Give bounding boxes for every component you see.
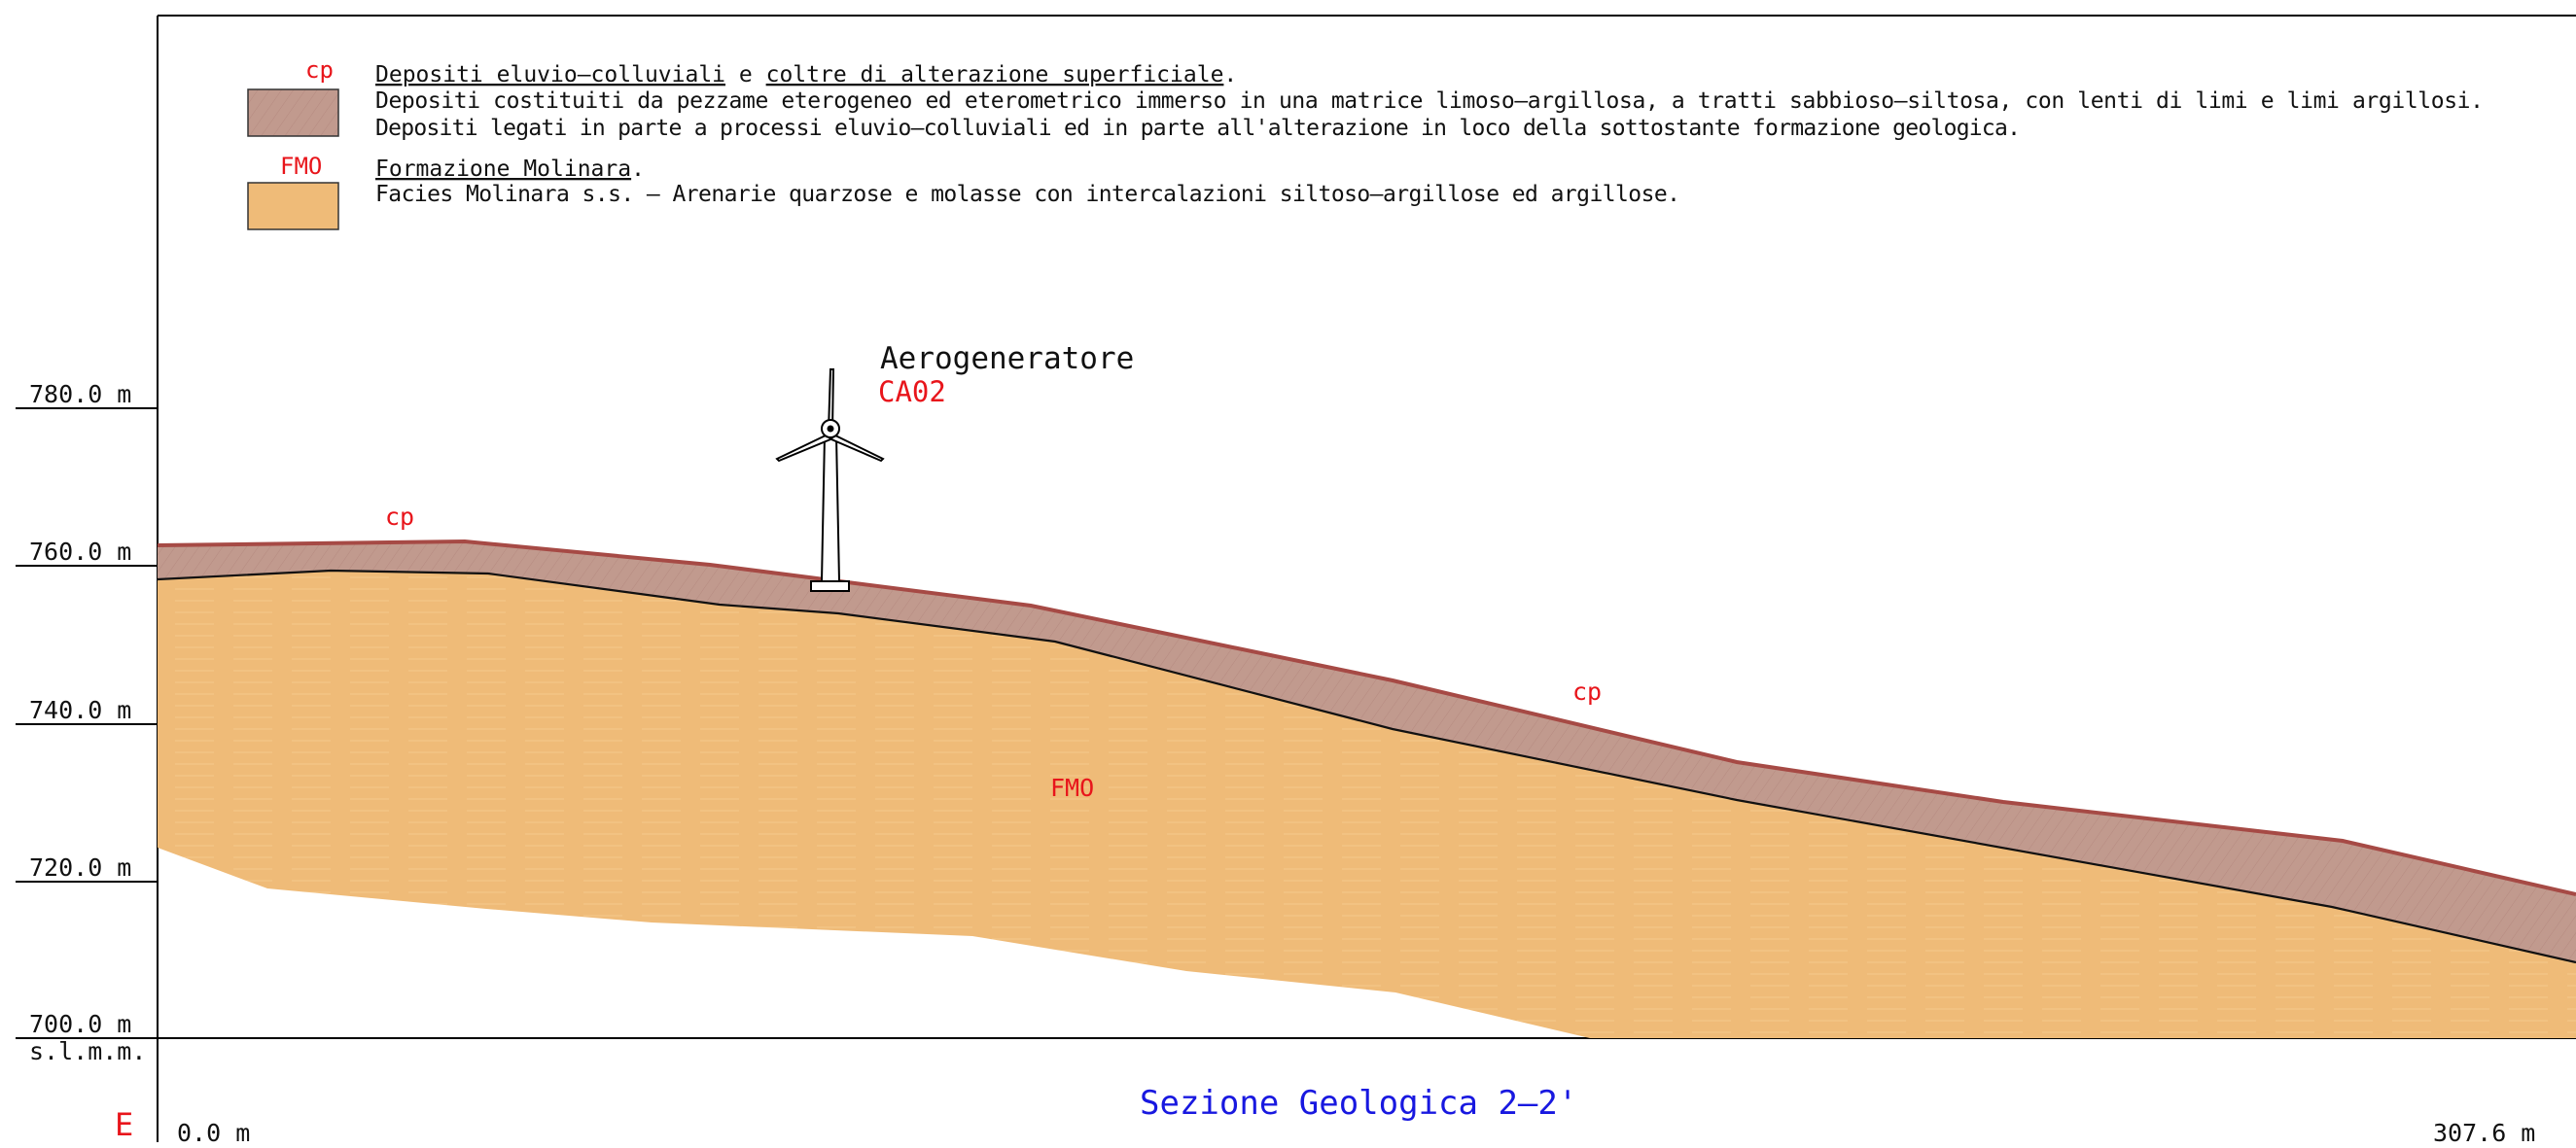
legend-cp-swatch <box>247 88 339 137</box>
wind-turbine-icon <box>775 368 885 592</box>
legend-fmo-line1: Facies Molinara s.s. – Arenarie quarzose… <box>375 182 1680 207</box>
fmo-formation-area <box>158 571 2576 1038</box>
elevation-label-700: 700.0 m <box>29 1010 131 1038</box>
map-label-cp-2: cp <box>1572 678 1602 706</box>
turbine-name-label: Aerogeneratore <box>880 341 1134 376</box>
ground-surface-line <box>157 539 2576 896</box>
legend-cp-line1: Depositi costituiti da pezzame eterogene… <box>375 88 2484 114</box>
legend-fmo-swatch <box>247 182 339 230</box>
legend-fmo-code: FMO <box>280 153 322 180</box>
direction-label: E <box>115 1106 133 1143</box>
legend-fmo-heading: Formazione Molinara. <box>375 157 645 182</box>
elevation-label-720: 720.0 m <box>29 853 131 882</box>
section-title: Sezione Geologica 2–2' <box>1140 1084 1577 1123</box>
cp-fmo-contact-line <box>157 569 2576 964</box>
legend-cp-heading: Depositi eluvio–colluviali e coltre di a… <box>375 62 1237 87</box>
legend-cp-line2: Depositi legati in parte a processi eluv… <box>375 116 2021 141</box>
legend-cp-code: cp <box>305 56 334 84</box>
elevation-label-740: 740.0 m <box>29 696 131 724</box>
turbine-code-label: CA02 <box>878 375 946 408</box>
datum-label: s.l.m.m. <box>29 1037 146 1065</box>
start-distance-label: 0.0 m <box>177 1119 250 1147</box>
elevation-label-760: 760.0 m <box>29 538 131 566</box>
map-label-fmo: FMO <box>1050 774 1094 802</box>
elevation-ticks <box>16 407 158 883</box>
map-label-cp-1: cp <box>385 503 414 531</box>
end-distance-label: 307.6 m <box>2433 1119 2535 1147</box>
elevation-label-780: 780.0 m <box>29 380 131 408</box>
